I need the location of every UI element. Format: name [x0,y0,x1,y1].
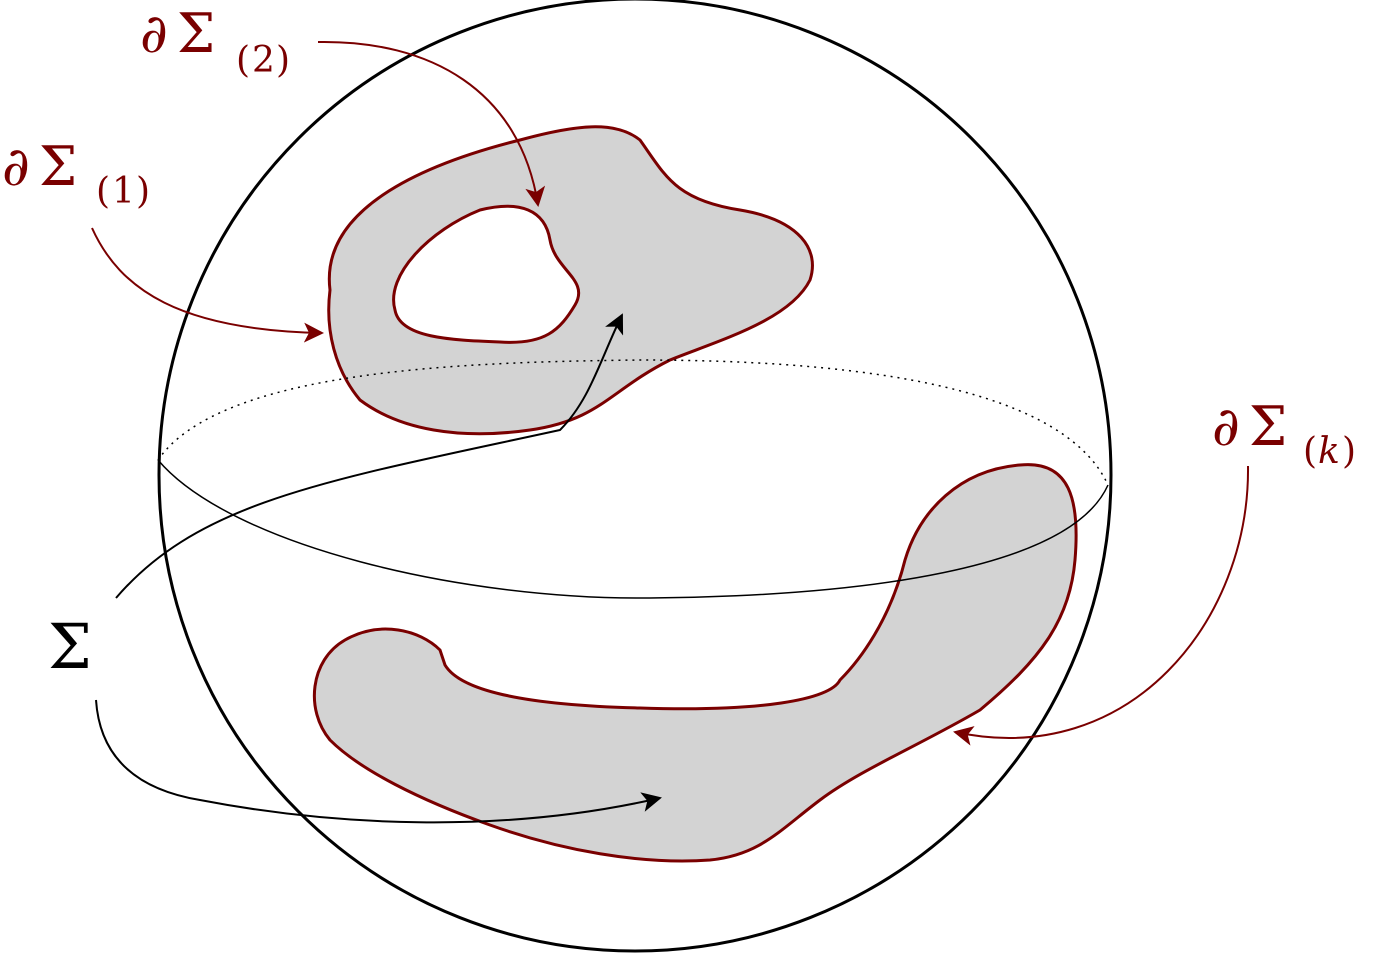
surface-arrow-upper [115,313,624,599]
subscript-close: ) [136,171,150,212]
upper-region [327,125,814,436]
subscript-close: ) [276,40,290,81]
sigma-symbol: Σ [1249,395,1287,458]
subscript-open: ( [96,171,110,212]
boundary-k-arrow [953,465,1250,746]
boundary-2-arrow [317,40,546,207]
subscript-index: 1 [112,171,135,212]
subscript-open: ( [236,40,250,81]
lower-region [312,463,1078,863]
equator-back [157,359,1109,486]
label-boundary-k: ∂ Σ ( k ) [1212,395,1356,472]
equator-front [157,459,1109,599]
partial-symbol: ∂ [2,135,30,198]
sphere-outline [157,0,1113,953]
partial-symbol: ∂ [1212,395,1240,458]
subscript-index: 2 [252,40,275,81]
subscript-open: ( [1303,431,1317,472]
label-boundary-2: ∂ Σ ( 2 ) [140,2,290,81]
subscript-index: k [1318,431,1340,472]
label-boundary-1: ∂ Σ ( 1 ) [2,135,150,212]
surface-arrow-lower [95,699,662,824]
boundary-1-arrow [91,227,324,343]
partial-symbol: ∂ [140,2,168,65]
sigma-symbol: Σ [177,2,215,65]
subscript-close: ) [1342,431,1356,472]
sigma-symbol: Σ [39,135,77,198]
label-surface: Σ [48,610,92,683]
